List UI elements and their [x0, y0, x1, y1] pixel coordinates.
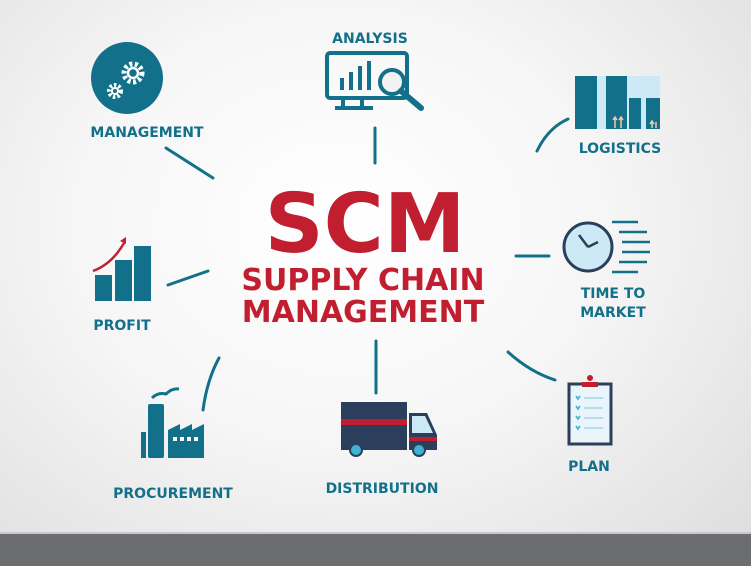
title-acronym: SCM	[265, 177, 466, 272]
truck-icon	[341, 402, 437, 457]
management-label: MANAGEMENT	[90, 125, 204, 141]
connector-management	[164, 146, 215, 180]
connector-profit	[166, 269, 210, 287]
logistics-bars-icon	[575, 76, 660, 129]
title-line1: SUPPLY CHAIN	[241, 263, 484, 298]
distribution-label: DISTRIBUTION	[326, 481, 439, 497]
logistics-label: LOGISTICS	[579, 141, 661, 157]
plan-label: PLAN	[568, 459, 610, 475]
procurement-label: PROCUREMENT	[113, 486, 233, 502]
analysis-monitor-icon	[325, 51, 424, 111]
analysis-label: ANALYSIS	[332, 31, 408, 47]
management-gears-icon	[91, 42, 163, 114]
profit-chart-icon	[92, 237, 151, 301]
profit-label: PROFIT	[93, 318, 151, 334]
connector-logistics	[535, 117, 570, 153]
time-to-market-label-1: TIME TO	[581, 286, 646, 302]
clipboard-icon	[567, 375, 613, 446]
bottom-bar	[0, 532, 751, 566]
connector-plan	[506, 350, 557, 382]
factory-icon	[141, 387, 204, 458]
connector-procurement	[201, 356, 221, 412]
clock-icon	[562, 220, 650, 274]
title-line2: MANAGEMENT	[242, 295, 485, 330]
time-to-market-label-2: MARKET	[580, 305, 646, 321]
